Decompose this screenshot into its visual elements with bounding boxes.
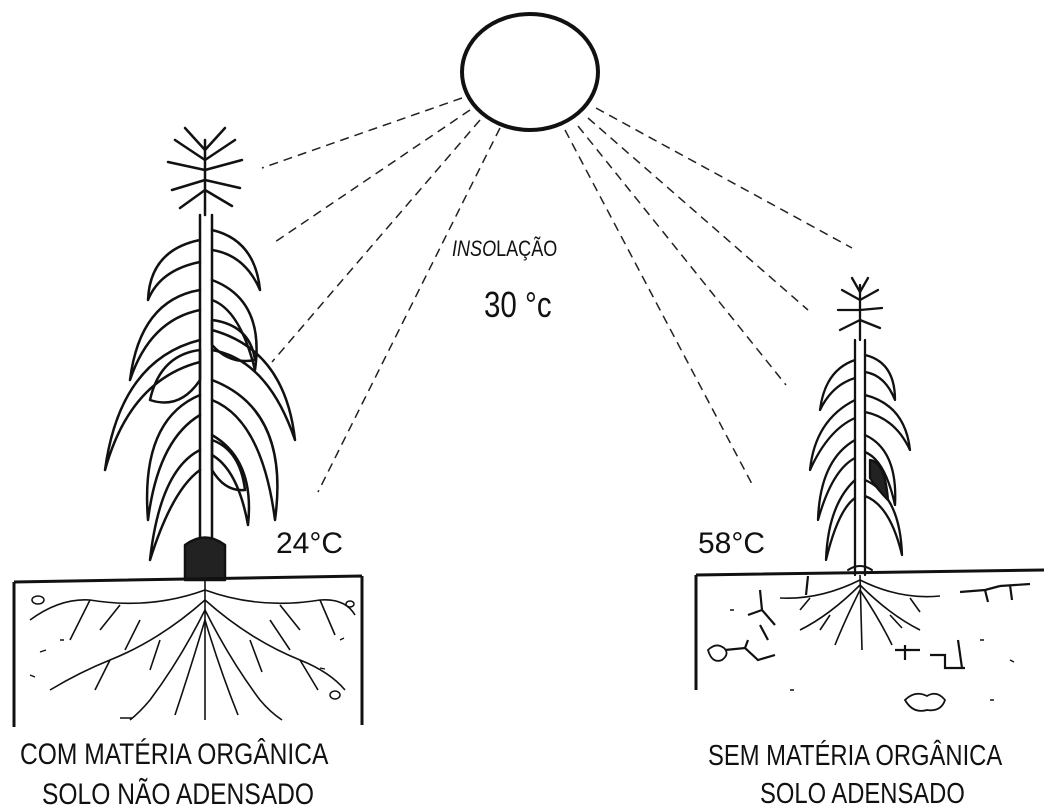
soil-block-healthy [14, 576, 362, 727]
sun-ray [588, 118, 808, 310]
insolation-label-regular: LAÇÃO [496, 236, 557, 261]
plant-stressed [810, 278, 910, 575]
sun-ray [272, 120, 480, 362]
sun-ray [578, 126, 786, 385]
soil-clod [708, 645, 727, 660]
sun-circle [462, 14, 598, 130]
insolation-temperature: 30 °c [484, 284, 552, 326]
soil-block-compacted [696, 570, 1044, 711]
soil-clod [905, 694, 945, 711]
caption-compacted-line2: SOLO ADENSADO [760, 778, 965, 811]
caption-healthy-line1: COM MATÉRIA ORGÂNICA [20, 738, 328, 772]
insolation-label: INSOLAÇÃO [452, 236, 557, 262]
root-system-shallow [780, 575, 940, 650]
sun-ray [318, 128, 500, 492]
caption-compacted-line1: SEM MATÉRIA ORGÂNICA [708, 740, 1002, 773]
sun-ray [596, 108, 852, 248]
root-system-deep [30, 580, 355, 720]
soil-cracks [725, 576, 1030, 668]
soil-temperature-compacted: 58°C [698, 527, 765, 561]
sun-ray [262, 98, 462, 168]
sun-rays [262, 98, 852, 492]
plant-healthy [105, 128, 295, 580]
insolation-label-italic: INSO [452, 236, 496, 261]
soil-temperature-healthy: 24°C [276, 527, 343, 561]
caption-healthy-line2: SOLO NÃO ADENSADO [42, 778, 314, 812]
